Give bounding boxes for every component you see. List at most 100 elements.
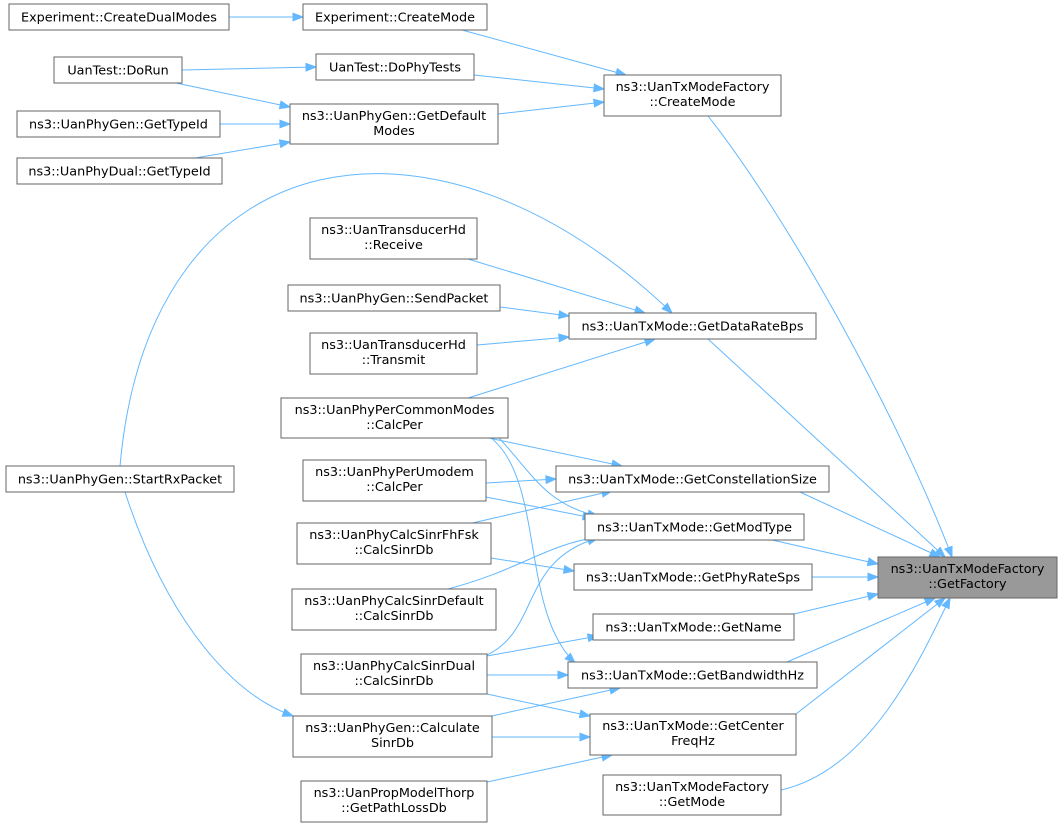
call-edge-arrowhead [562, 564, 576, 574]
node-label: Experiment::CreateMode [315, 11, 475, 26]
call-edge [476, 336, 570, 346]
call-edge [447, 536, 599, 590]
node-uantxmode-getbandwidthhz[interactable]: ns3::UanTxMode::GetBandwidthHz [567, 661, 818, 689]
node-uantest-dophytests[interactable]: UanTest::DoPhyTests [315, 53, 475, 81]
node-uanphygen-sendpacket[interactable]: ns3::UanPhyGen::SendPacket [287, 284, 501, 312]
node-box [292, 715, 493, 758]
node-uantxmode-getphyratesps[interactable]: ns3::UanTxMode::GetPhyRateSps [573, 563, 813, 591]
call-edge [467, 338, 656, 399]
call-edge [181, 66, 317, 71]
call-edge [780, 597, 951, 791]
node-box [300, 780, 488, 823]
node-box [603, 74, 782, 117]
node-uantxmode-getcenterfreqhz[interactable]: ns3::UanTxMode::GetCenter FreqHz [589, 713, 797, 756]
node-uanpropmodelthorp-getpathlossdb[interactable]: ns3::UanPropModelThorp ::GetPathLossDb [300, 780, 488, 823]
call-edge-arrowhead [579, 732, 592, 742]
call-edge-arrowhead [278, 100, 292, 110]
call-edge [124, 491, 294, 717]
node-uanphypercommonmodes-calcper[interactable]: ns3::UanPhyPerCommonModes ::CalcPer [280, 397, 509, 439]
node-label: UanTest::DoRun [67, 64, 168, 79]
node-uantxmode-getconstellationsize[interactable]: ns3::UanTxMode::GetConstellationSize [555, 465, 830, 493]
node-uanphygen-gettypeid[interactable]: ns3::UanPhyGen::GetTypeId [16, 110, 221, 138]
node-box [280, 397, 509, 439]
node-box [296, 522, 492, 565]
node-uantransducerhd-transmit[interactable]: ns3::UanTransducerHd ::Transmit [309, 332, 478, 375]
node-label: ns3::UanTxMode::GetDataRateBps [581, 320, 803, 335]
call-edge [486, 537, 599, 656]
node-label: FreqHz [671, 734, 715, 749]
node-label: ::GetMode [659, 795, 725, 810]
node-box [555, 465, 830, 493]
call-edge [486, 635, 599, 657]
node-label: ns3::UanPhyGen::Calculate [305, 721, 480, 736]
node-uanphycalcsinrdefault-calcsinrdb[interactable]: ns3::UanPhyCalcSinrDefault ::CalcSinrDb [291, 588, 497, 631]
node-uantest-dorun[interactable]: UanTest::DoRun [53, 56, 183, 84]
node-box [315, 53, 475, 81]
call-edge [490, 557, 575, 572]
node-box [568, 312, 817, 340]
node-label: ::CalcPer [366, 480, 423, 495]
call-edge-arrowhead [934, 546, 947, 558]
node-uanphygen-startrxpacket[interactable]: ns3::UanPhyGen::StartRxPacket [5, 465, 235, 493]
node-label: ns3::UanTxMode::GetPhyRateSps [586, 571, 801, 586]
node-box [602, 774, 782, 816]
call-edge [486, 754, 613, 783]
node-experiment-createdualmodes[interactable]: Experiment::CreateDualModes [8, 3, 230, 31]
node-uantxmodefactory-getmode[interactable]: ns3::UanTxModeFactory ::GetMode [602, 774, 782, 816]
node-label: ns3::UanTxModeFactory [615, 780, 769, 795]
node-uanphygen-getdefaultmodes[interactable]: ns3::UanPhyGen::GetDefault Modes [289, 103, 499, 145]
call-edge [795, 597, 946, 715]
node-box [16, 157, 223, 185]
node-uanphycalcsinrfhfsk-calcsinrdb[interactable]: ns3::UanPhyCalcSinrFhFsk ::CalcSinrDb [296, 522, 492, 565]
node-label: ::CalcSinrDb [354, 543, 433, 558]
node-uantxmodefactory-createmode[interactable]: ns3::UanTxModeFactory ::CreateMode [603, 74, 782, 117]
node-label: ns3::UanPhyPerUmodem [315, 465, 474, 480]
node-box [53, 56, 183, 84]
node-uantransducerhd-receive[interactable]: ns3::UanTransducerHd ::Receive [309, 217, 478, 260]
call-edges [119, 12, 953, 791]
node-uanphycalcsinrdual-calcsinrdb[interactable]: ns3::UanPhyCalcSinrDual ::CalcSinrDb [300, 653, 488, 695]
node-label: ns3::UanTransducerHd [321, 223, 466, 238]
call-edge [793, 593, 879, 615]
call-edge [467, 258, 646, 314]
call-edge-arrowhead [578, 709, 592, 719]
node-experiment-createmode[interactable]: Experiment::CreateMode [302, 3, 488, 31]
node-uanphygen-calculatesinrdb[interactable]: ns3::UanPhyGen::Calculate SinrDb [292, 715, 493, 758]
node-label: ns3::UanPhyGen::SendPacket [300, 292, 489, 307]
node-uantxmode-getdataratebps[interactable]: ns3::UanTxMode::GetDataRateBps [568, 312, 817, 340]
call-edge [473, 74, 605, 90]
call-edge [461, 29, 627, 76]
node-label: ns3::UanTxMode::GetModType [597, 521, 792, 536]
call-edge-arrowhead [593, 98, 606, 108]
call-graph-nodes: Experiment::CreateDualModes Experiment::… [5, 3, 1058, 823]
node-label: ::CalcSinrDb [354, 609, 433, 624]
node-label: ns3::UanPhyDual::GetTypeId [28, 165, 210, 180]
node-uantxmode-getname[interactable]: ns3::UanTxMode::GetName [592, 613, 795, 641]
call-edge-arrowhead [866, 592, 880, 601]
call-edge-arrowhead [593, 83, 606, 93]
call-edge [771, 539, 879, 565]
node-box [287, 284, 501, 312]
node-label: ns3::UanPropModelThorp [314, 786, 475, 801]
call-edge-arrowhead [564, 652, 577, 664]
node-box [877, 556, 1058, 599]
node-label: Experiment::CreateDualModes [21, 11, 217, 26]
call-edge [489, 436, 576, 664]
call-edge [486, 687, 621, 718]
call-edge-arrowhead [545, 475, 558, 485]
node-label: SinrDb [371, 736, 414, 751]
call-edge-arrowhead [944, 545, 953, 559]
node-label: ns3::UanPhyGen::GetDefault [302, 109, 486, 124]
node-box [289, 103, 499, 145]
node-uanphydual-gettypeid[interactable]: ns3::UanPhyDual::GetTypeId [16, 157, 223, 185]
node-label: ::Transmit [362, 353, 425, 368]
call-edge-arrowhead [292, 12, 305, 22]
node-uanphyperumodem-calcper[interactable]: ns3::UanPhyPerUmodem ::CalcPer [302, 459, 487, 502]
call-edge-arrowhead [558, 333, 571, 343]
node-label: ns3::UanTxMode::GetConstellationSize [568, 473, 817, 488]
call-edge [499, 306, 570, 317]
node-label: Modes [373, 124, 415, 139]
call-edge-arrowhead [557, 670, 570, 680]
node-uantxmode-getmodtype[interactable]: ns3::UanTxMode::GetModType [584, 513, 805, 541]
